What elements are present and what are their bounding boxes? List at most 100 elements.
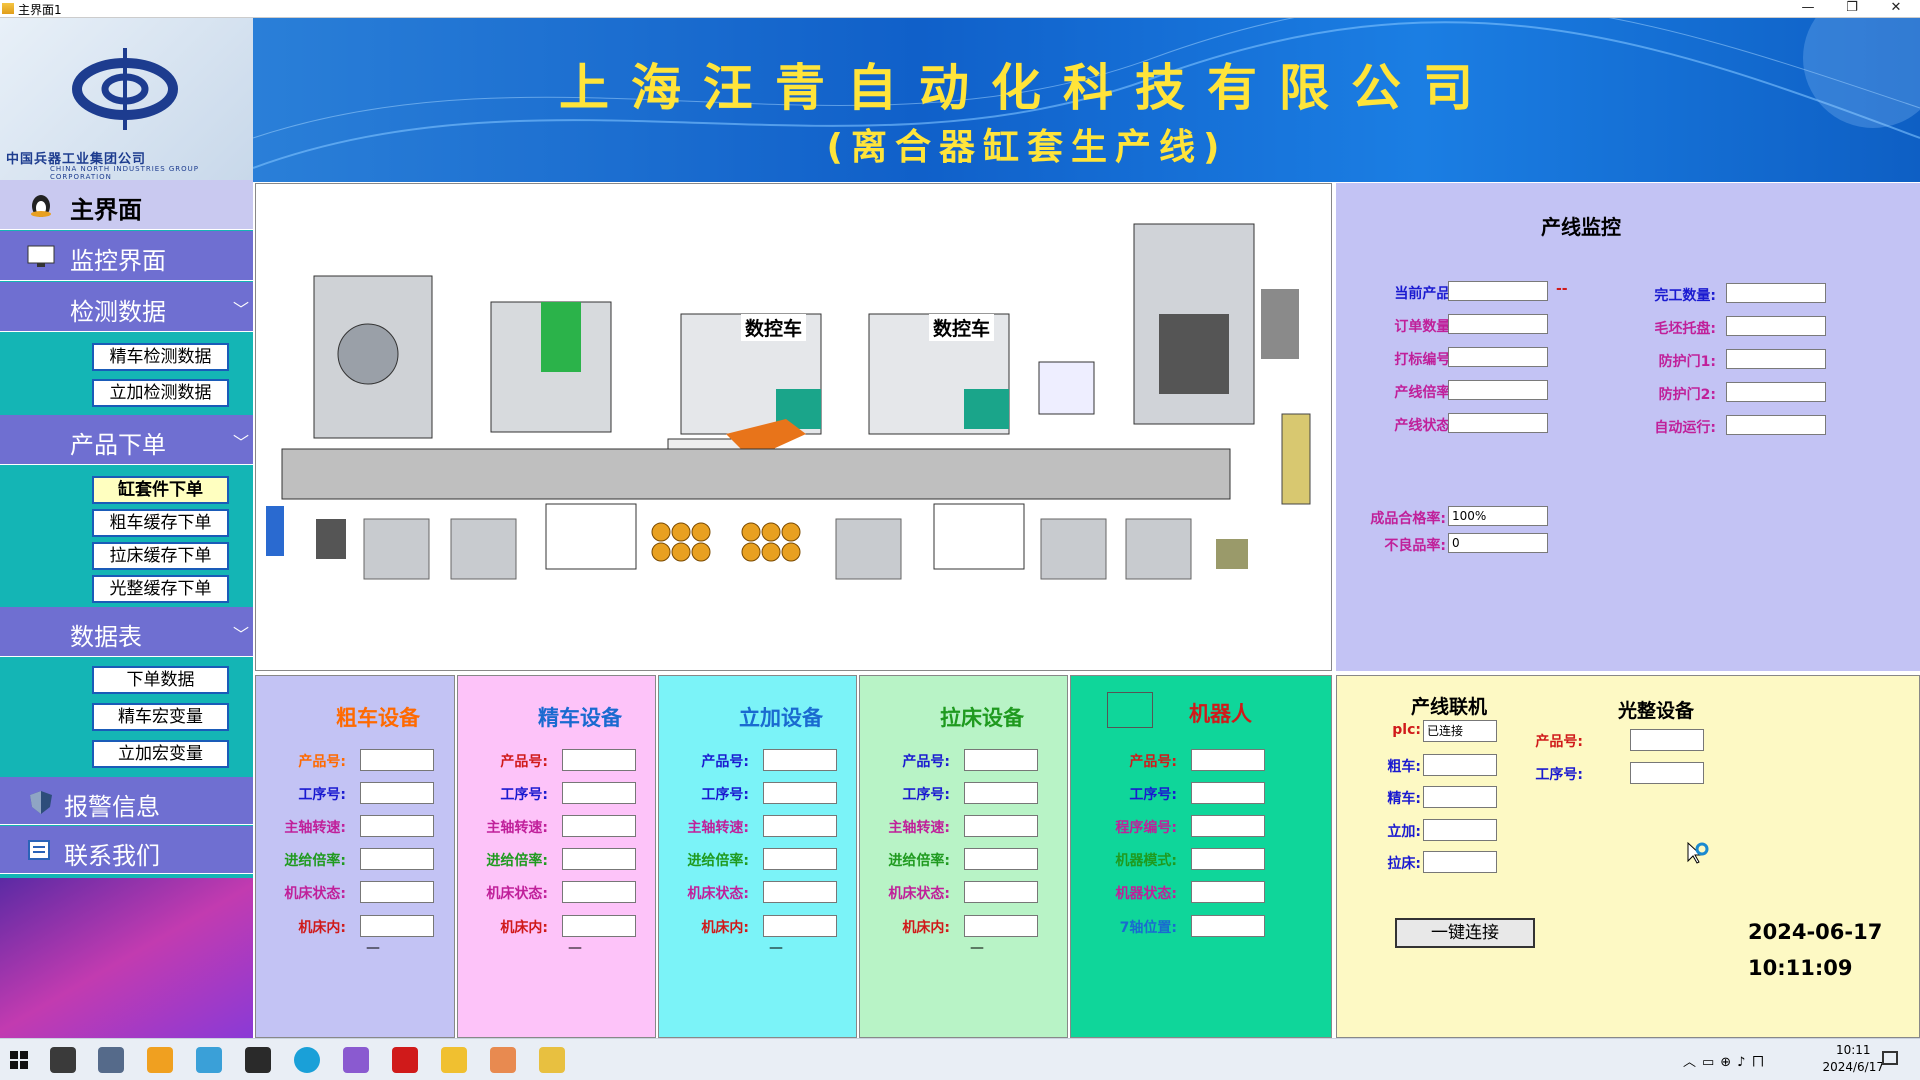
panel-field-input[interactable] bbox=[964, 848, 1038, 870]
panel-field-input[interactable] bbox=[763, 782, 837, 804]
monitor-left-field[interactable] bbox=[1448, 314, 1548, 334]
panel-field-input[interactable] bbox=[1191, 848, 1265, 870]
logo-emblem-icon bbox=[72, 48, 178, 130]
monitor-right-field[interactable] bbox=[1726, 382, 1826, 402]
btn-rough-cache-order[interactable]: 粗车缓存下单 bbox=[92, 509, 229, 537]
panel-field-input[interactable] bbox=[1191, 815, 1265, 837]
btn-broach-cache-order[interactable]: 拉床缓存下单 bbox=[92, 542, 229, 570]
panel-field-label: 产品号: bbox=[701, 754, 749, 770]
app-slides-icon[interactable] bbox=[490, 1047, 516, 1073]
panel-field-input[interactable] bbox=[562, 848, 636, 870]
connect-all-button[interactable]: 一键连接 bbox=[1395, 918, 1535, 948]
btn-order-data[interactable]: 下单数据 bbox=[92, 666, 229, 694]
windows-start-icon[interactable] bbox=[10, 1051, 28, 1069]
app-orange-icon[interactable] bbox=[147, 1047, 173, 1073]
nav-data-table[interactable]: 数据表 ﹀ bbox=[0, 607, 253, 657]
monitor-left-field[interactable] bbox=[1448, 347, 1548, 367]
panel-field-label: 工序号: bbox=[1129, 787, 1177, 803]
panel-field-input[interactable] bbox=[562, 915, 636, 937]
monitor-right-label: 完工数量: bbox=[1654, 288, 1716, 304]
task-view-icon[interactable] bbox=[50, 1047, 76, 1073]
panel-field-input[interactable] bbox=[1191, 915, 1265, 937]
minimize-button[interactable]: — bbox=[1801, 0, 1815, 15]
panel-field-input[interactable] bbox=[360, 915, 434, 937]
app-tool-icon[interactable] bbox=[196, 1047, 222, 1073]
btn-finish-turn-detect[interactable]: 精车检测数据 bbox=[92, 343, 229, 371]
monitor-left-field[interactable] bbox=[1448, 281, 1548, 301]
panel-field-input[interactable] bbox=[1191, 749, 1265, 771]
panel-field-input[interactable] bbox=[964, 915, 1038, 937]
polish-product-field[interactable] bbox=[1630, 729, 1704, 751]
solidworks-icon[interactable] bbox=[392, 1047, 418, 1073]
panel-field-input[interactable] bbox=[562, 749, 636, 771]
panel-field-input[interactable] bbox=[763, 815, 837, 837]
monitor-left-field[interactable] bbox=[1448, 413, 1548, 433]
link-row-field[interactable] bbox=[1423, 786, 1497, 808]
nav-product-order[interactable]: 产品下单 ﹀ bbox=[0, 415, 253, 465]
file-explorer-icon[interactable] bbox=[441, 1047, 467, 1073]
link-row-field[interactable] bbox=[1423, 819, 1497, 841]
panel-field-input[interactable] bbox=[964, 815, 1038, 837]
btn-finish-macro[interactable]: 精车宏变量 bbox=[92, 703, 229, 731]
close-button[interactable]: ✕ bbox=[1890, 0, 1902, 15]
nav-alarm[interactable]: 报警信息 bbox=[0, 777, 253, 825]
edge-browser-icon[interactable] bbox=[294, 1047, 320, 1073]
panel-dash: — bbox=[366, 940, 380, 956]
monitor-left-field[interactable] bbox=[1448, 380, 1548, 400]
running-app-icon[interactable] bbox=[539, 1047, 565, 1073]
link-row-field[interactable] bbox=[1423, 851, 1497, 873]
panel-field-label: 机床状态: bbox=[687, 886, 749, 902]
monitor-left-label: 打标编号: bbox=[1394, 352, 1456, 368]
monitor-right-field[interactable] bbox=[1726, 316, 1826, 336]
visual-studio-icon[interactable] bbox=[343, 1047, 369, 1073]
system-tray-icons[interactable]: ︿▭⊕♪ㄇ bbox=[1683, 1055, 1771, 1070]
panel-field-label: 主轴转速: bbox=[888, 820, 950, 836]
panel-field-input[interactable] bbox=[360, 815, 434, 837]
polish-product-label: 产品号: bbox=[1535, 734, 1583, 750]
notification-icon[interactable] bbox=[1882, 1051, 1898, 1065]
nav-monitor[interactable]: 监控界面 bbox=[0, 231, 253, 281]
shield-icon bbox=[30, 791, 52, 814]
panel-field-input[interactable] bbox=[763, 749, 837, 771]
panel-field-input[interactable] bbox=[360, 881, 434, 903]
monitor-right-field[interactable] bbox=[1726, 283, 1826, 303]
nav-main-screen[interactable]: 主界面 bbox=[0, 180, 253, 230]
nav-detect-label: 检测数据 bbox=[70, 298, 166, 326]
panel-field-input[interactable] bbox=[360, 782, 434, 804]
panel-field-input[interactable] bbox=[360, 749, 434, 771]
app-terminal-icon[interactable] bbox=[245, 1047, 271, 1073]
panel-field-input[interactable] bbox=[964, 749, 1038, 771]
panel-field-input[interactable] bbox=[562, 782, 636, 804]
panel-field-input[interactable] bbox=[763, 915, 837, 937]
plc-status-field[interactable]: 已连接 bbox=[1423, 720, 1497, 742]
panel-field-input[interactable] bbox=[964, 782, 1038, 804]
panel-field-input[interactable] bbox=[763, 848, 837, 870]
monitor-right-field[interactable] bbox=[1726, 349, 1826, 369]
panel-field-label: 工序号: bbox=[902, 787, 950, 803]
panel-field-input[interactable] bbox=[562, 815, 636, 837]
yield-rate-field[interactable]: 100% bbox=[1448, 506, 1548, 526]
btn-vmc-detect[interactable]: 立加检测数据 bbox=[92, 379, 229, 407]
polish-process-label: 工序号: bbox=[1535, 767, 1583, 783]
panel-field-input[interactable] bbox=[763, 881, 837, 903]
monitor-right-field[interactable] bbox=[1726, 415, 1826, 435]
panel-field-input[interactable] bbox=[964, 881, 1038, 903]
defect-rate-field[interactable]: 0 bbox=[1448, 533, 1548, 553]
panel-field-input[interactable] bbox=[562, 881, 636, 903]
penguin-icon bbox=[31, 195, 51, 217]
panel-field-label: 产品号: bbox=[1129, 754, 1177, 770]
taskbar-clock[interactable]: 10:11 2024/6/17 bbox=[1822, 1042, 1884, 1076]
panel-field-input[interactable] bbox=[360, 848, 434, 870]
nav-alarm-label: 报警信息 bbox=[64, 793, 160, 821]
nav-detect-data[interactable]: 检测数据 ﹀ bbox=[0, 282, 253, 332]
nav-contact[interactable]: 联系我们 bbox=[0, 826, 253, 874]
settings-icon[interactable] bbox=[98, 1047, 124, 1073]
btn-polish-cache-order[interactable]: 光整缓存下单 bbox=[92, 575, 229, 603]
panel-field-input[interactable] bbox=[1191, 782, 1265, 804]
btn-cylinder-order[interactable]: 缸套件下单 bbox=[92, 476, 229, 504]
link-row-field[interactable] bbox=[1423, 754, 1497, 776]
restore-button[interactable]: ❐ bbox=[1846, 0, 1858, 15]
panel-field-input[interactable] bbox=[1191, 881, 1265, 903]
polish-process-field[interactable] bbox=[1630, 762, 1704, 784]
btn-vmc-macro[interactable]: 立加宏变量 bbox=[92, 740, 229, 768]
